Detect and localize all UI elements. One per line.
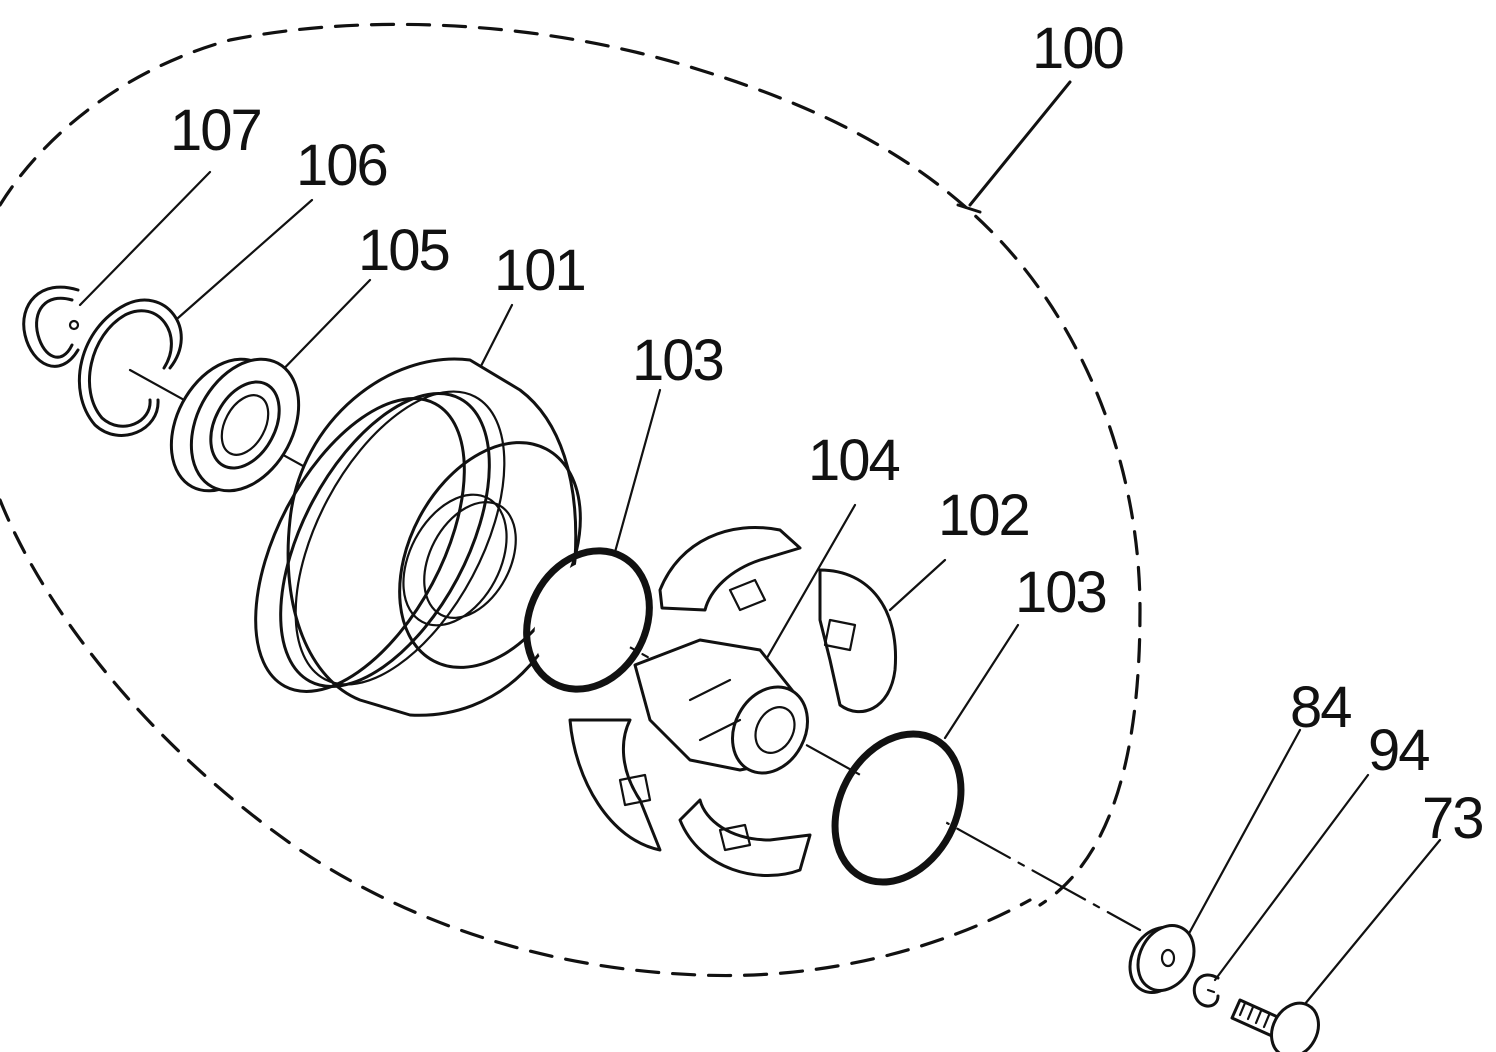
leader-84 (1178, 728, 1302, 952)
part-102-clutch-shoes (568, 526, 898, 878)
label-103a: 103 (632, 328, 723, 393)
leader-100 (968, 80, 1072, 207)
part-106-retaining-ring (78, 298, 183, 437)
label-103b: 103 (1015, 560, 1106, 625)
part-94-lock-washer (1192, 973, 1220, 1008)
label-84: 84 (1290, 675, 1351, 740)
part-105-bearing (169, 357, 301, 493)
label-100: 100 (1032, 16, 1123, 81)
assembly-boundary-dashed (0, 22, 1142, 978)
label-104: 104 (808, 428, 900, 493)
leader-103b (943, 623, 1020, 740)
label-105: 105 (358, 218, 449, 283)
leader-106 (176, 198, 314, 320)
leader-100-tick (956, 203, 982, 214)
leader-103a (613, 388, 662, 554)
label-94: 94 (1368, 718, 1429, 783)
part-101-clutch-drum (254, 357, 582, 717)
part-73-bolt (1230, 998, 1320, 1052)
assembly-axis (128, 368, 1142, 932)
label-107: 107 (170, 98, 261, 163)
leader-102 (888, 558, 947, 612)
part-103-ring-right (831, 730, 965, 886)
label-102: 102 (938, 483, 1029, 548)
part-104-hub (633, 638, 809, 775)
leader-107 (78, 170, 212, 307)
leader-lines (78, 80, 1442, 1012)
label-106: 106 (296, 133, 387, 198)
part-84-washer (1128, 924, 1196, 994)
leader-73 (1298, 838, 1442, 1012)
part-103-ring-left (523, 547, 653, 693)
leader-94 (1213, 773, 1370, 982)
label-73: 73 (1422, 786, 1483, 851)
part-107-circlip (22, 285, 80, 368)
leader-104 (758, 503, 857, 672)
part-labels: 100 107 106 105 101 103 104 102 103 84 9… (170, 16, 1485, 851)
label-101: 101 (494, 238, 585, 303)
leader-101 (478, 303, 514, 370)
